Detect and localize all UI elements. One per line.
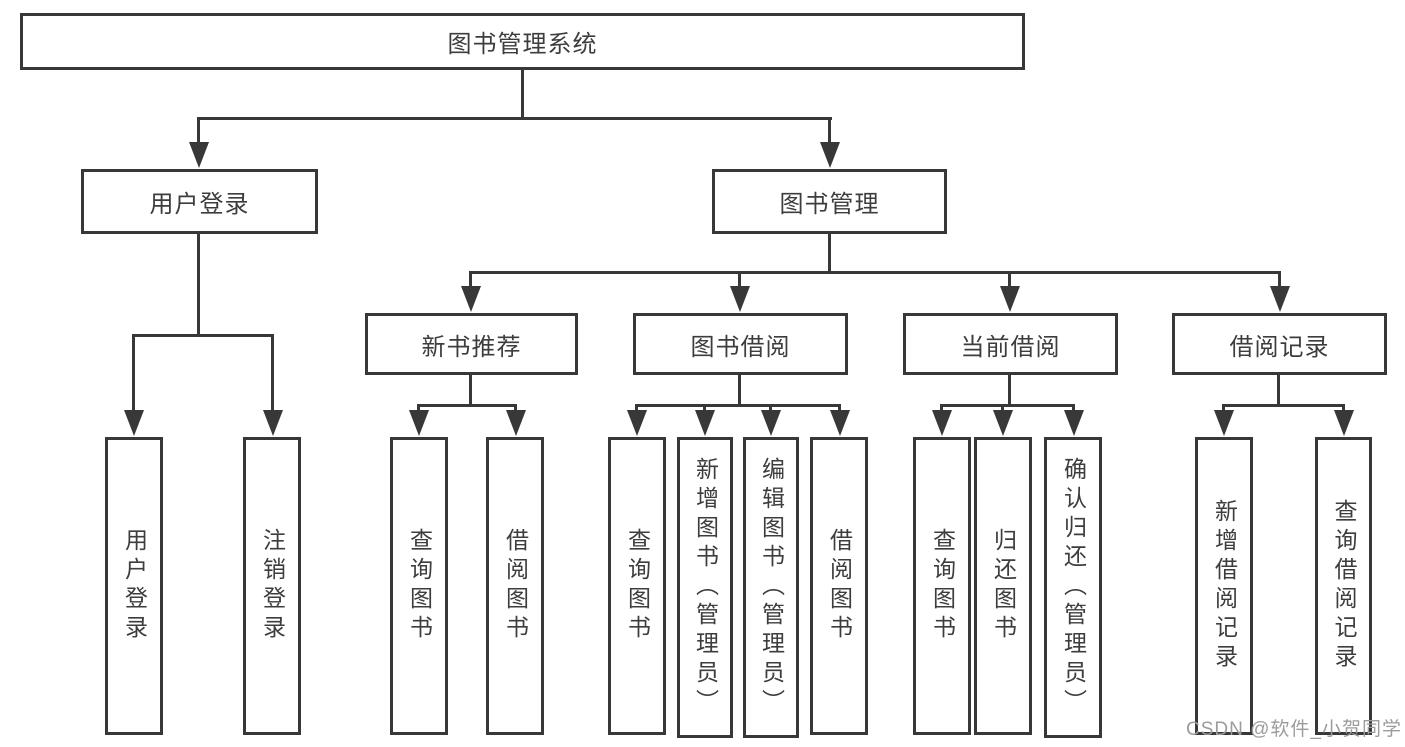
node-leaf-logout: 注销登录 <box>243 437 301 735</box>
arrow-down-icon <box>932 410 952 436</box>
connector-line <box>1072 404 1075 413</box>
node-leaf-recommend-query-book: 查询图书 <box>390 437 448 735</box>
node-leaf-record-add-borrow: 新增借阅记录 <box>1195 437 1253 735</box>
arrow-down-icon <box>461 286 481 312</box>
connector-line <box>738 271 741 289</box>
connector-line <box>521 70 524 119</box>
connector-line <box>828 117 831 145</box>
arrow-down-icon <box>830 410 850 436</box>
node-leaf-record-query-borrow: 查询借阅记录 <box>1315 437 1372 735</box>
node-leaf-current-confirm-return-admin: 确认归还（管理员） <box>1044 437 1102 738</box>
connector-line <box>1001 404 1004 413</box>
node-leaf-borrow-add-book-admin: 新增图书（管理员） <box>677 437 733 738</box>
node-label: 图书管理系统 <box>447 31 598 58</box>
node-label: 图书管理 <box>779 191 880 218</box>
node-label: 新增图书（管理员） <box>692 457 719 718</box>
node-label: 用户登录 <box>121 528 148 644</box>
connector-line <box>469 375 472 407</box>
node-label: 借阅记录 <box>1229 333 1330 361</box>
connector-line <box>940 404 943 413</box>
connector-line <box>635 404 841 407</box>
connector-line <box>1008 271 1011 289</box>
connector-line <box>132 334 274 337</box>
connector-line <box>838 404 841 413</box>
connector-line <box>828 234 831 274</box>
arrow-down-icon <box>1214 410 1234 436</box>
connector-line <box>738 375 741 407</box>
connector-line <box>514 404 517 413</box>
arrow-down-icon <box>1270 286 1290 312</box>
arrow-down-icon <box>1334 410 1354 436</box>
node-label: 新书推荐 <box>421 333 522 361</box>
node-label: 用户登录 <box>149 191 250 218</box>
connector-line <box>703 404 706 413</box>
node-label: 查询借阅记录 <box>1331 499 1357 673</box>
node-label: 注销登录 <box>259 528 286 644</box>
node-label: 查询图书 <box>929 528 956 644</box>
node-user-login: 用户登录 <box>81 169 318 234</box>
arrow-down-icon <box>409 410 429 436</box>
connector-line <box>1222 404 1225 413</box>
node-leaf-current-return-book: 归还图书 <box>974 437 1032 735</box>
arrow-down-icon <box>124 410 144 436</box>
connector-line <box>940 404 1075 407</box>
connector-line <box>469 271 472 289</box>
connector-line <box>197 117 200 145</box>
arrow-down-icon <box>506 410 526 436</box>
node-label: 编辑图书（管理员） <box>758 457 785 718</box>
node-label: 借阅图书 <box>826 528 853 644</box>
connector-line <box>1278 271 1281 289</box>
arrow-down-icon <box>695 410 715 436</box>
node-book-management: 图书管理 <box>712 169 947 234</box>
node-leaf-current-query-book: 查询图书 <box>913 437 971 735</box>
connector-line <box>417 404 517 407</box>
connector-line <box>197 117 832 120</box>
node-leaf-borrow-edit-book-admin: 编辑图书（管理员） <box>743 437 799 738</box>
node-leaf-borrow-query-book: 查询图书 <box>608 437 666 735</box>
arrow-down-icon <box>189 142 209 168</box>
connector-line <box>417 404 420 413</box>
node-label: 图书借阅 <box>690 333 791 361</box>
connector-line <box>1008 375 1011 407</box>
node-label: 借阅图书 <box>502 528 529 644</box>
arrow-down-icon <box>1064 410 1084 436</box>
node-label: 查询图书 <box>624 528 651 644</box>
node-leaf-recommend-borrow-book: 借阅图书 <box>486 437 544 735</box>
connector-line <box>635 404 638 413</box>
connector-line <box>271 334 274 412</box>
arrow-down-icon <box>820 142 840 168</box>
arrow-down-icon <box>730 286 750 312</box>
node-label: 确认归还（管理员） <box>1060 457 1087 718</box>
node-current-borrow: 当前借阅 <box>903 313 1118 375</box>
arrow-down-icon <box>1000 286 1020 312</box>
csdn-watermark: CSDN @软件_小贺同学 <box>1186 719 1402 740</box>
connector-line <box>1222 404 1345 407</box>
node-root-library-management-system: 图书管理系统 <box>20 13 1025 70</box>
node-borrow-record: 借阅记录 <box>1172 313 1387 375</box>
connector-line <box>132 334 135 412</box>
connector-line <box>1342 404 1345 413</box>
connector-line <box>197 234 200 336</box>
connector-line <box>469 271 1281 274</box>
arrow-down-icon <box>263 410 283 436</box>
node-leaf-user-login: 用户登录 <box>105 437 163 735</box>
node-label: 新增借阅记录 <box>1211 499 1238 673</box>
node-new-book-recommend: 新书推荐 <box>365 313 578 375</box>
node-label: 归还图书 <box>990 528 1017 644</box>
arrow-down-icon <box>993 410 1013 436</box>
connector-line <box>769 404 772 413</box>
node-label: 查询图书 <box>406 528 433 644</box>
arrow-down-icon <box>761 410 781 436</box>
arrow-down-icon <box>627 410 647 436</box>
connector-line <box>1277 375 1280 407</box>
node-book-borrow: 图书借阅 <box>633 313 848 375</box>
node-label: 当前借阅 <box>960 333 1061 361</box>
node-leaf-borrow-borrow-book: 借阅图书 <box>810 437 868 735</box>
